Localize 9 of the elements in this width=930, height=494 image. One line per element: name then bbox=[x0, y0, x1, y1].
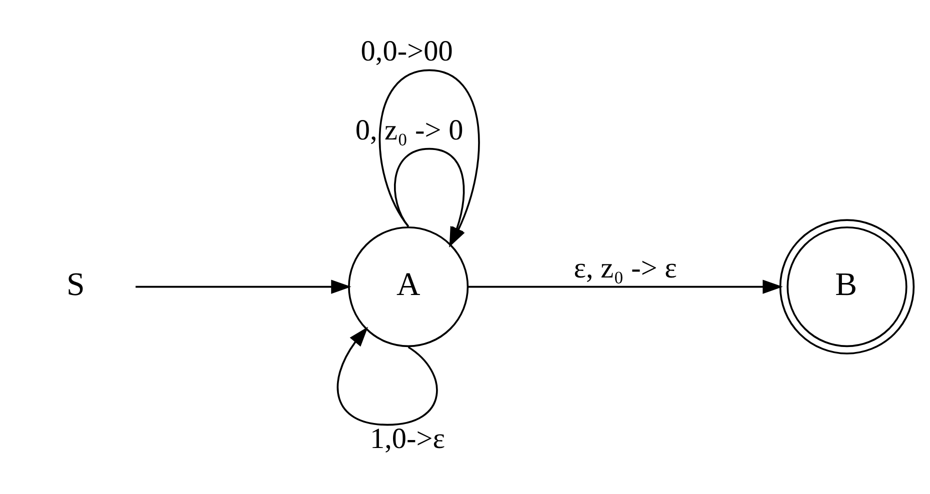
node-circle: B bbox=[779, 218, 915, 354]
arrow bbox=[468, 279, 783, 294]
edge-label: 1,0->ε bbox=[370, 422, 446, 455]
edge-label: 0, z₀ -> 0 bbox=[355, 114, 464, 146]
node-text: S bbox=[66, 266, 85, 302]
arrow bbox=[136, 279, 352, 294]
arrow bbox=[336, 326, 438, 426]
edge-label: ε, z₀ -> ε bbox=[574, 252, 677, 284]
edge-label: 0,0->00 bbox=[360, 35, 453, 68]
